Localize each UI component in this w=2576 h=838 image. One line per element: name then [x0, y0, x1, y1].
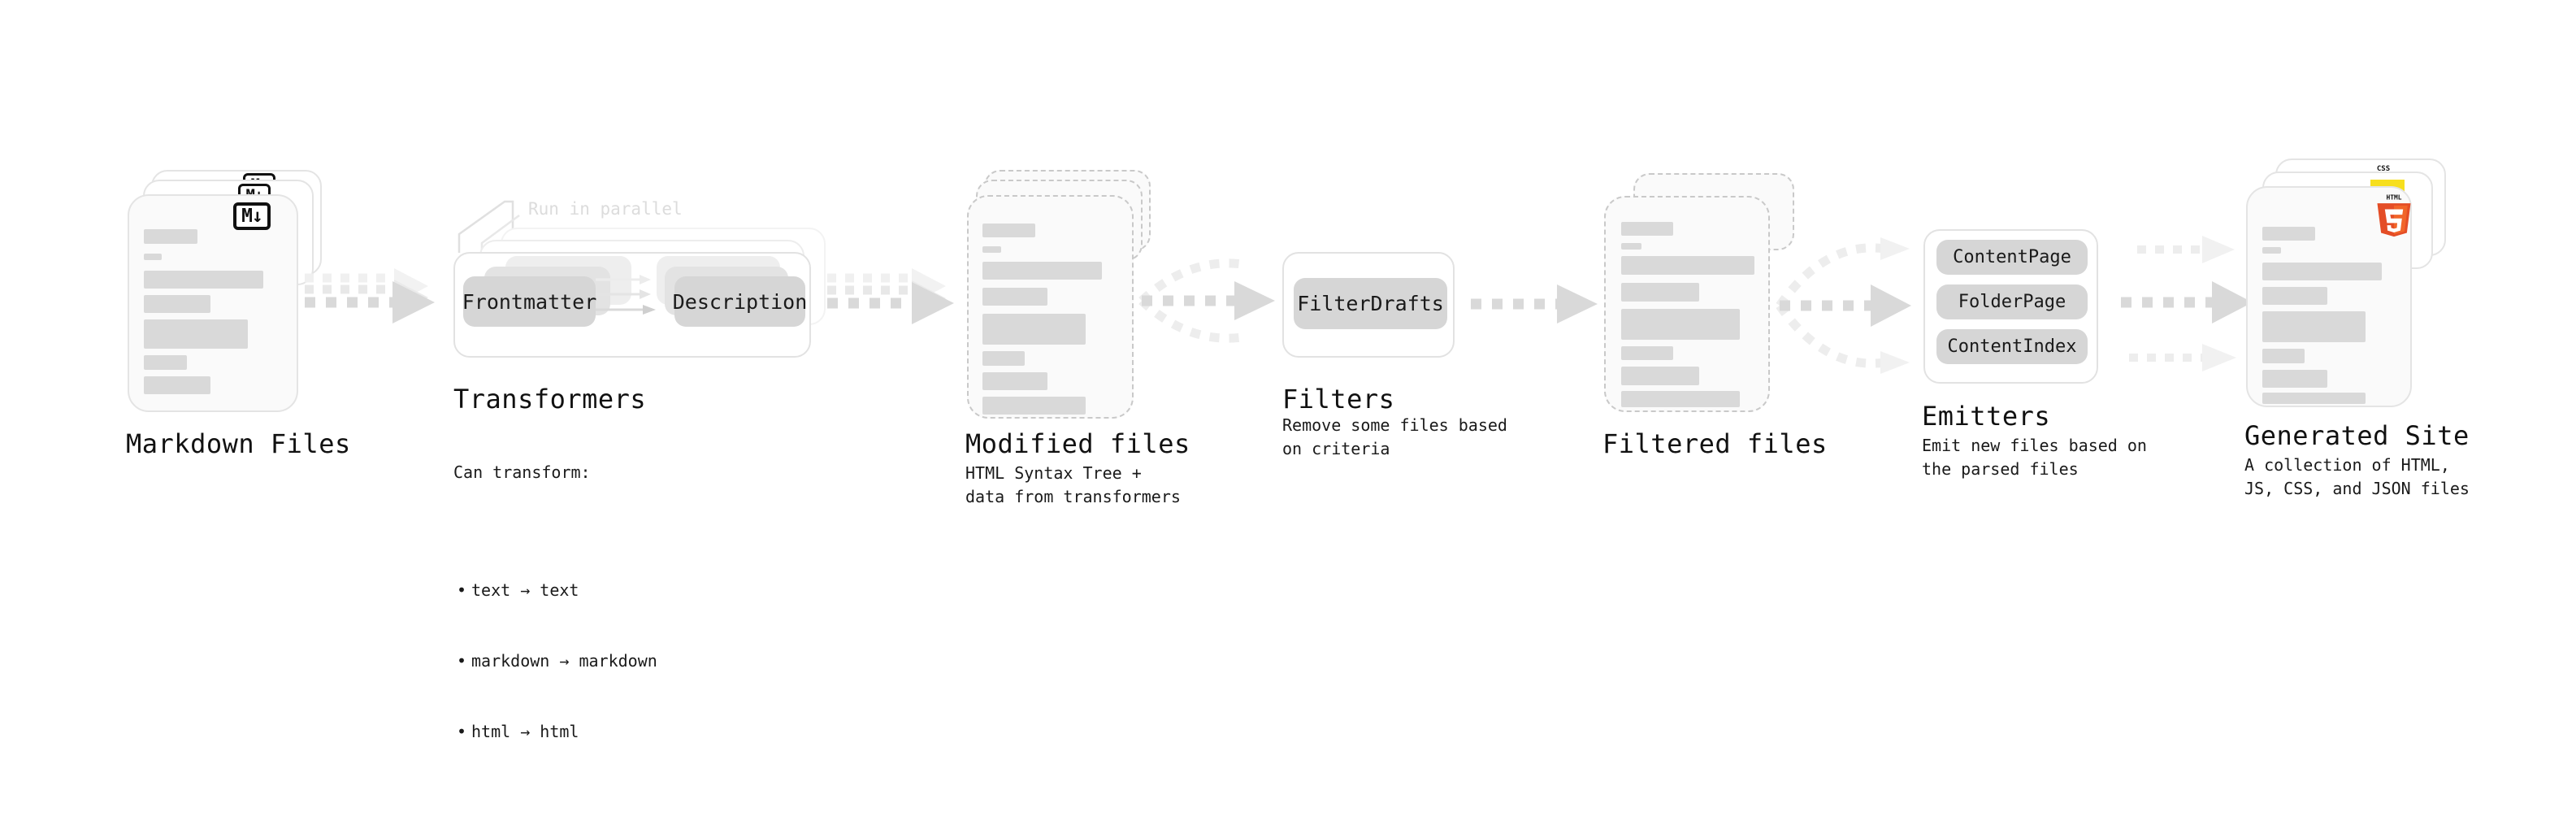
emitters-description: Emit new files based on the parsed files: [1922, 436, 2147, 479]
transformers-bullet-html: html → html: [457, 720, 657, 744]
stage-title-filtered-files: Filtered files: [1602, 428, 1828, 459]
emitters-pill-contentindex[interactable]: ContentIndex: [1936, 329, 2088, 364]
filters-description: Remove some files based on criteria: [1282, 415, 1507, 458]
stage-title-filters: Filters: [1282, 384, 1395, 415]
filters-pill-filterdrafts[interactable]: FilterDrafts: [1294, 278, 1447, 329]
transformers-description-heading: Can transform:: [453, 462, 591, 482]
arrow-transformers-to-modified-files: [827, 268, 954, 324]
arrow-emitters-to-generated-site: [2121, 236, 2253, 371]
emitters-pill-contentpage[interactable]: ContentPage: [1936, 240, 2088, 275]
transformer-pill-description[interactable]: Description: [673, 276, 807, 327]
arrow-filters-to-filtered-files: [1471, 284, 1598, 323]
stage-title-markdown-files: Markdown Files: [126, 428, 351, 459]
emitters-pill-folderpage[interactable]: FolderPage: [1936, 284, 2088, 319]
run-in-parallel-label: Run in parallel: [528, 199, 683, 219]
markdown-badge-front: M↓: [233, 202, 271, 230]
stage-title-generated-site: Generated Site: [2244, 420, 2470, 451]
filtered-file-content-lines: [1606, 198, 1768, 410]
html5-badge: HTML: [2377, 193, 2411, 237]
transformers-bullet-text: text → text: [457, 579, 657, 602]
filtered-file-card-front: [1604, 196, 1770, 412]
markdown-file-content-lines: [129, 196, 297, 410]
html5-badge-label: HTML: [2386, 193, 2401, 201]
arrow-filtered-files-to-emitters: [1776, 237, 1911, 374]
arrow-modified-files-to-filters: [1138, 258, 1275, 343]
transformers-bullet-markdown: markdown → markdown: [457, 649, 657, 673]
arrow-markdown-to-transformers: [305, 268, 435, 323]
stage-title-transformers: Transformers: [453, 384, 647, 415]
modified-files-description: HTML Syntax Tree + data from transformer…: [965, 463, 1181, 506]
css-badge-label: CSS: [2376, 165, 2391, 173]
modified-file-card-front: [967, 195, 1134, 419]
transformer-pill-frontmatter[interactable]: Frontmatter: [462, 276, 596, 327]
markdown-file-card-front: [128, 194, 298, 412]
stage-title-modified-files: Modified files: [965, 428, 1190, 459]
generated-site-description: A collection of HTML, JS, CSS, and JSON …: [2244, 455, 2470, 498]
transformers-description: Can transform: text → text markdown → ma…: [453, 414, 657, 838]
modified-file-content-lines: [969, 197, 1132, 417]
pipeline-diagram: M↓ M↓ M↓ Markdown Files: [0, 0, 2576, 681]
stage-title-emitters: Emitters: [1922, 401, 2051, 432]
generated-file-content-lines: [2248, 188, 2410, 406]
transformer-internal-arrows: [589, 275, 656, 315]
generated-file-card-front: [2246, 186, 2412, 407]
